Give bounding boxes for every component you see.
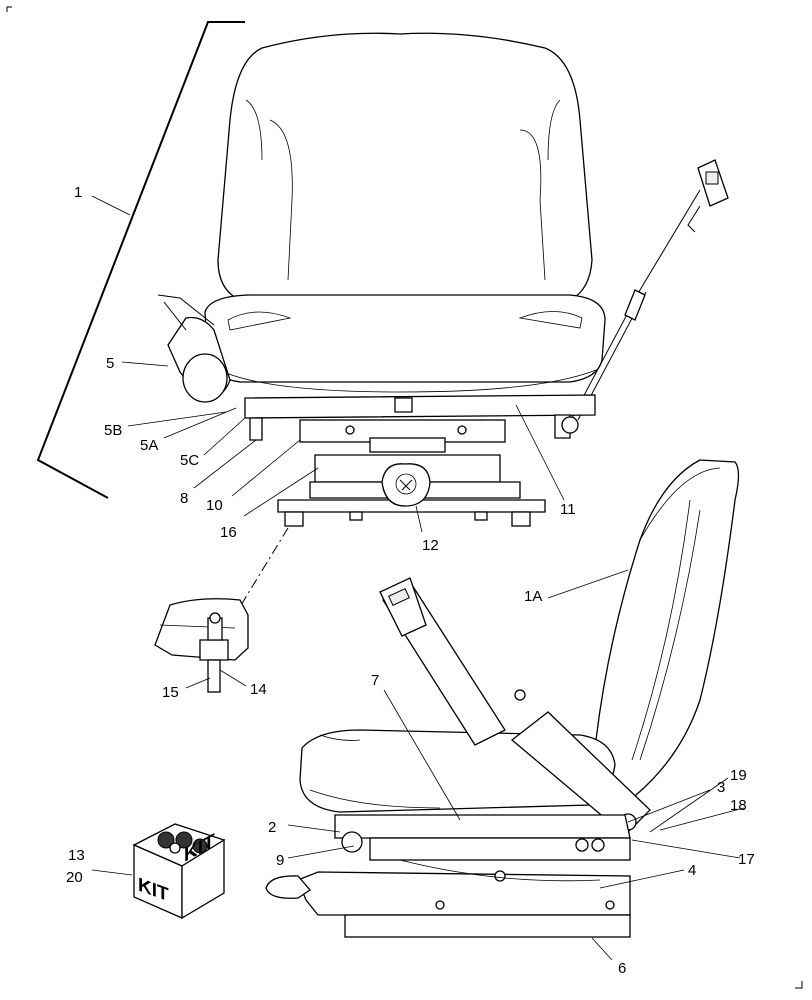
front-seat-view [157, 32, 729, 527]
callouts: 1 5 5B 5A 5C 8 10 16 11 12 1A 15 14 7 19… [66, 184, 755, 977]
callout-16: 16 [220, 524, 237, 541]
height-adjust-knob [381, 463, 431, 507]
callout-1: 1 [74, 184, 82, 201]
callout-5a: 5A [140, 437, 158, 454]
callout-6: 6 [618, 960, 626, 977]
callout-4: 4 [688, 862, 696, 879]
callout-20: 20 [66, 869, 83, 886]
callout-5b: 5B [104, 422, 122, 439]
armrest-lever [157, 294, 231, 403]
detail-view-pin [154, 527, 289, 693]
callout-17: 17 [738, 851, 755, 868]
callout-18: 18 [730, 797, 747, 814]
callout-8: 8 [180, 490, 188, 507]
upper-frame [244, 394, 596, 453]
callout-14: 14 [250, 681, 267, 698]
callout-5c: 5C [180, 452, 199, 469]
assembly-bracket-1 [36, 21, 245, 499]
seat-belt-buckle [379, 577, 651, 836]
leader-lines [91, 195, 745, 961]
callout-15: 15 [162, 684, 179, 701]
seat-belt [571, 159, 729, 421]
side-seat-view [265, 459, 740, 938]
seat-backrest [217, 32, 593, 301]
callout-1a: 1A [524, 588, 542, 605]
backrest-side [594, 459, 740, 801]
slider-rail [265, 814, 631, 938]
seat-cushion [204, 294, 606, 383]
callout-19: 19 [730, 767, 747, 784]
callout-11: 11 [560, 501, 576, 518]
kit-box: KIT KIT [132, 823, 226, 920]
callout-5: 5 [106, 355, 114, 372]
callout-2: 2 [268, 819, 276, 836]
callout-7: 7 [371, 672, 379, 689]
callout-13: 13 [68, 847, 85, 864]
crop-marks [6, 6, 803, 989]
callout-12: 12 [422, 537, 439, 554]
callout-9: 9 [276, 852, 284, 869]
callout-10: 10 [206, 497, 223, 514]
callout-3: 3 [717, 779, 725, 796]
